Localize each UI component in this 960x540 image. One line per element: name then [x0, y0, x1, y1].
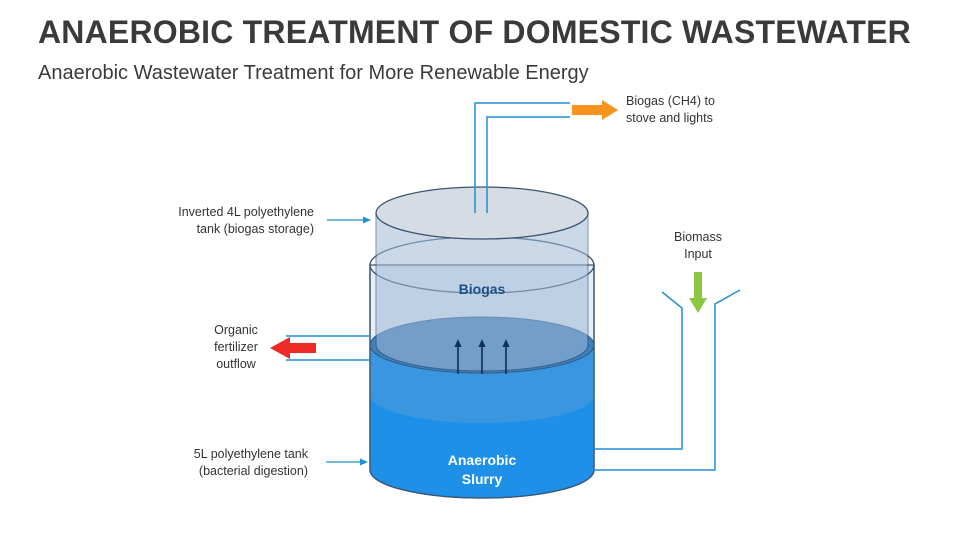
fertilizer-arrow [270, 337, 316, 359]
inlet-pipe [594, 291, 683, 450]
digestion-tank-outline [369, 265, 595, 499]
inlet-pipe [594, 289, 741, 471]
biogas-arrow [572, 100, 618, 120]
biogas-zone-label: Biogas [458, 281, 506, 297]
page-subtitle: Anaerobic Wastewater Treatment for More … [38, 62, 589, 84]
fertilizer-outflow-label: Organic fertilizer outflow [214, 323, 258, 371]
rising-gas-arrows [454, 339, 510, 374]
biogas-output-label: Biogas (CH4) to stove and lights [626, 94, 715, 125]
pointer-arrow [326, 458, 368, 466]
biomass-input-label: Biomass Input [674, 230, 722, 261]
biomass-arrow [689, 272, 707, 313]
page-title: ANAEROBIC TREATMENT OF DOMESTIC WASTEWAT… [38, 14, 911, 50]
inverted-tank-top [375, 186, 589, 240]
pointer-arrow [327, 216, 371, 224]
digestion-tank-label: 5L polyethylene tank (bacterial digestio… [193, 447, 308, 478]
slurry-transition [370, 345, 594, 423]
biogas-pipe [474, 102, 570, 213]
biogas-pipe [486, 116, 570, 213]
slurry-zone-label: Anaerobic Slurry [447, 452, 517, 487]
inverted-tank-label: Inverted 4L polyethylene tank (biogas st… [178, 205, 314, 236]
